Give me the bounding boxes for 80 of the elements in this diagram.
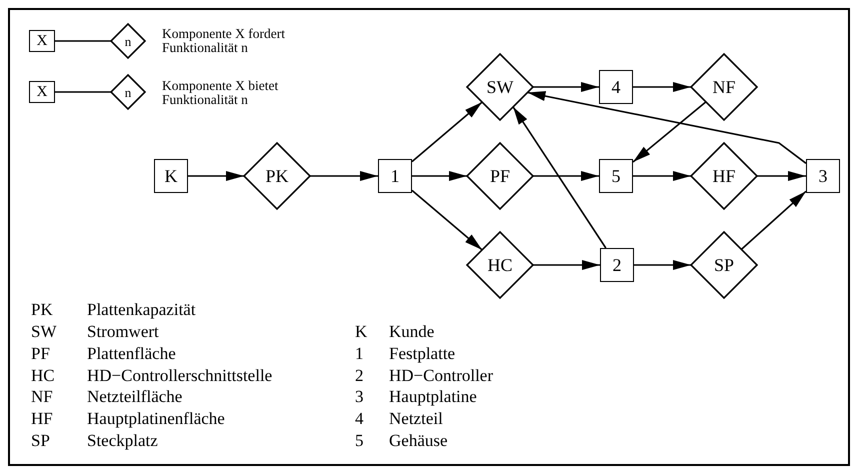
function-diamond (111, 75, 145, 109)
node-label: 3 (818, 167, 828, 185)
node-label: SP (714, 256, 734, 274)
function-diamond (244, 143, 310, 209)
abbreviation-meaning: Gehäuse (389, 432, 448, 449)
node-label: PK (265, 167, 288, 185)
abbreviation-meaning: Plattenkapazität (87, 301, 196, 318)
legend-description: Komponente X bietet Funktionalität n (162, 79, 280, 108)
component-box (599, 70, 633, 104)
arrow (533, 260, 600, 270)
component-box (600, 248, 634, 282)
node-label: NF (712, 78, 736, 96)
node-label: X (36, 84, 48, 100)
arrow (634, 260, 691, 270)
arrow (533, 171, 599, 181)
abbreviation-meaning: Netzteil (389, 410, 443, 427)
component-box (806, 159, 840, 193)
function-diamond (111, 24, 145, 58)
abbreviation-meaning: Hauptplatinenfläche (87, 410, 225, 427)
abbreviation: 3 (355, 388, 364, 405)
arrow (633, 171, 691, 181)
abbreviation: PF (31, 345, 50, 362)
function-diamond (467, 54, 533, 120)
node-label: HC (487, 256, 512, 274)
arrow (757, 171, 806, 181)
connector-line (55, 40, 111, 42)
node-label: 1 (390, 167, 400, 185)
node-label: SW (486, 78, 514, 96)
node-label: 2 (612, 256, 622, 274)
component-box (29, 81, 55, 103)
abbreviation-meaning: HD−Controllerschnittstelle (87, 367, 272, 384)
arrow (527, 91, 806, 164)
abbreviation-meaning: Hauptplatine (389, 388, 477, 405)
abbreviation: HC (31, 367, 55, 384)
component-box (378, 159, 412, 193)
node-label: n (124, 34, 132, 48)
abbreviation-meaning: HD−Controller (389, 367, 494, 384)
component-box (154, 159, 188, 193)
abbreviation: HF (31, 410, 53, 427)
abbreviation: 5 (355, 432, 364, 449)
abbreviation-meaning: Plattenfläche (87, 345, 176, 362)
arrow (310, 171, 378, 181)
node-label: X (36, 34, 48, 48)
node-label: K (164, 167, 178, 185)
node-label: 5 (612, 167, 620, 185)
abbreviation: 1 (355, 345, 364, 362)
function-diamond (467, 232, 533, 298)
abbreviation: SW (31, 323, 56, 340)
component-box (599, 159, 633, 193)
arrow (740, 190, 807, 250)
node-label: PF (490, 167, 510, 185)
arrow (412, 171, 467, 181)
function-diamond (691, 143, 757, 209)
abbreviation-meaning: Kunde (389, 323, 434, 340)
component-box (29, 30, 55, 52)
function-diamond (467, 143, 533, 209)
abbreviation-meaning: Stromwert (87, 323, 159, 340)
function-diamond (691, 232, 757, 298)
arrow (411, 102, 483, 162)
arrow (411, 190, 483, 250)
abbreviation-meaning: Netzteilfläche (87, 388, 182, 405)
node-label: HF (712, 167, 736, 185)
abbreviation: 4 (355, 410, 364, 427)
abbreviation: NF (31, 388, 53, 405)
abbreviation-meaning: Steckplatz (87, 432, 158, 449)
legend-description: Komponente X fordert Funktionalität n (162, 27, 286, 56)
abbreviation: K (355, 323, 368, 340)
arrow (533, 82, 599, 92)
abbreviation-meaning: Festplatte (389, 345, 456, 362)
arrow (512, 106, 606, 248)
arrow (633, 82, 691, 92)
abbreviation: PK (31, 301, 53, 318)
arrow (632, 101, 706, 163)
abbreviation: 2 (355, 367, 364, 384)
connector-line (55, 91, 111, 93)
abbreviation: SP (31, 432, 50, 449)
function-diamond (691, 54, 757, 120)
arrow (188, 171, 244, 181)
node-label: n (124, 86, 132, 98)
node-label: 4 (612, 78, 620, 96)
